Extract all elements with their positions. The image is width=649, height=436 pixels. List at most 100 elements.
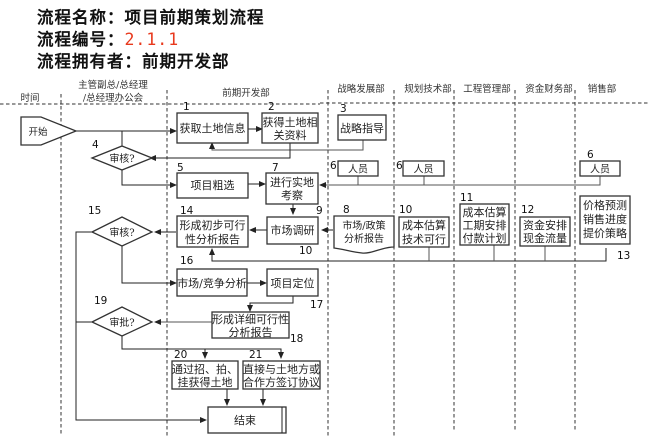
start-label: 开始 (28, 126, 48, 138)
node-5-box (176, 172, 249, 199)
node-3-number: 3 (340, 103, 347, 115)
connectors (75, 126, 607, 423)
edge-4-5 (121, 170, 177, 188)
node-4-diamond (90, 145, 154, 171)
node-6b-label: 人员 (414, 164, 434, 176)
node-6a-label: 人员 (348, 164, 368, 176)
process-owner-value: 前期开发部 (142, 52, 230, 71)
node-1-get-land-info[interactable]: 1 获取土地信息 (176, 101, 249, 144)
lane-header-preliminary: 前期开发部 (222, 87, 270, 99)
node-1-label: 获取土地信息 (180, 121, 246, 135)
node-18-box (211, 311, 290, 339)
node-5-number: 5 (177, 162, 184, 174)
node-21-line2: 合作方签订协议 (243, 375, 320, 389)
node-2-box (261, 112, 319, 144)
node-6c-label: 人员 (590, 164, 610, 176)
node-6a-box (337, 160, 379, 177)
node-14-number: 14 (180, 205, 194, 217)
node-16-box (176, 268, 248, 297)
node-16-market-competition-analysis[interactable]: 16 市场/竞争分析 (176, 255, 248, 297)
node-2-land-materials[interactable]: 2 获得土地相 关资料 (261, 101, 319, 144)
node-3-strategy-guidance[interactable]: 3 战略指导 (337, 103, 387, 141)
node-15-diamond (90, 216, 154, 247)
lane-header-finance: 资金财务部 (525, 83, 573, 95)
node-6-personnel-sales[interactable]: 6 人员 (579, 149, 621, 177)
node-10b-line2: 技术可行 (402, 233, 446, 246)
node-1-box (176, 112, 249, 144)
node-12-box (519, 216, 571, 247)
node-13-pricing-sales-strategy[interactable]: 价格预测 销售进度 提价策略 13 (579, 195, 631, 262)
node-6b-box (402, 160, 445, 177)
edge-bus-14 (209, 248, 607, 262)
node-18-line2: 分析报告 (229, 325, 273, 339)
process-code-value: 2.1.1 (124, 30, 180, 49)
node-8-market-policy-report[interactable]: 8 市场/政策 分析报告 (333, 204, 395, 254)
node-16-label: 市场/竞争分析 (177, 276, 247, 290)
node-10-market-research[interactable]: 市场调研 10 (266, 216, 319, 257)
node-13-line2: 销售进度 (583, 212, 627, 226)
node-1-number: 1 (183, 101, 190, 113)
node-7-number: 7 (272, 162, 279, 174)
node-10-label: 市场调研 (271, 223, 315, 237)
node-12-funding-cashflow[interactable]: 12 资金安排 现金流量 (519, 204, 571, 247)
process-name-value: 项目前期策划流程 (124, 8, 265, 27)
lane-header-strategy: 战略发展部 (337, 83, 385, 95)
process-owner-line: 流程拥有者：前期开发部 (37, 48, 230, 72)
node-21-box (242, 360, 321, 390)
lane-header-exec-line1: 主管副总/总经理 (78, 79, 148, 91)
node-11-line2: 工期安排 (463, 218, 507, 232)
node-14-line2: 性分析报告 (185, 232, 240, 246)
node-11-box (459, 203, 510, 246)
node-6a-number: 6 (330, 160, 337, 172)
node-6b-number: 6 (396, 160, 403, 172)
node-15-review-decision[interactable]: 15 审核? (88, 205, 154, 247)
node-6c-number: 6 (587, 149, 594, 161)
node-3-label: 战略指导 (340, 121, 384, 135)
edge-19-21 (121, 336, 284, 359)
node-17-project-positioning[interactable]: 项目定位 17 (266, 268, 323, 311)
end-node[interactable]: 结束 (207, 406, 287, 434)
start-node[interactable]: 开始 (20, 116, 78, 146)
node-20-line2: 挂获得土地 (178, 375, 233, 389)
node-11-line1: 成本估算 (463, 205, 507, 219)
lane-header-exec-line2: /总经理办公会 (83, 92, 144, 104)
node-18-detailed-feasibility-report[interactable]: 形成详细可行性 分析报告 18 (211, 311, 303, 345)
node-18-number: 18 (290, 333, 303, 345)
node-5-project-preselect[interactable]: 5 项目粗选 (176, 162, 249, 199)
node-7-line1: 进行实地 (270, 175, 314, 189)
node-6-personnel-planning[interactable]: 6 人员 (396, 160, 445, 177)
lane-header-time: 时间 (20, 92, 39, 104)
node-14-preliminary-feasibility-report[interactable]: 14 形成初步可行 性分析报告 (176, 205, 249, 248)
node-19-approval-decision[interactable]: 19 审批? (90, 295, 154, 337)
node-20-acquire-land-auction[interactable]: 20 通过招、拍、 挂获得土地 (171, 349, 239, 390)
edge-6-7 (319, 176, 601, 188)
node-6-personnel-strategy[interactable]: 6 人员 (330, 160, 379, 177)
node-11-line3: 付款计划 (463, 231, 507, 245)
node-14-line1: 形成初步可行 (180, 218, 246, 232)
node-10-cost-tech-feasibility[interactable]: 10 成本估算 技术可行 (398, 204, 450, 248)
lane-header-sales: 销售部 (588, 83, 617, 95)
node-13-line3: 提价策略 (583, 226, 627, 240)
node-15-number: 15 (88, 205, 101, 217)
end-label: 结束 (234, 414, 256, 427)
node-16-number: 16 (180, 255, 194, 267)
node-20-box (171, 360, 239, 390)
node-21-direct-agreement[interactable]: 21 直接与土地方或 合作方签订协议 (242, 349, 321, 390)
lane-header-planning: 规划技术部 (404, 83, 452, 95)
node-21-number: 21 (249, 349, 262, 361)
node-11-number: 11 (460, 192, 473, 204)
node-6c-box (579, 160, 621, 177)
process-owner-label: 流程拥有者： (37, 52, 142, 71)
node-4-review-decision[interactable]: 4 审核? (90, 139, 154, 171)
process-name-label: 流程名称： (37, 8, 125, 27)
node-7-line2: 考察 (281, 188, 303, 202)
edge-3-1 (209, 140, 364, 151)
node-12-line2: 现金流量 (523, 231, 567, 245)
lane-header-engineering: 工程管理部 (463, 83, 511, 95)
node-17-label: 项目定位 (271, 276, 315, 290)
node-7-site-inspection[interactable]: 7 进行实地 考察 (265, 162, 319, 205)
node-11-cost-schedule-payment[interactable]: 11 成本估算 工期安排 付款计划 (459, 192, 510, 246)
node-13-number: 13 (617, 250, 630, 262)
node-8-line1: 市场/政策 (342, 219, 385, 232)
